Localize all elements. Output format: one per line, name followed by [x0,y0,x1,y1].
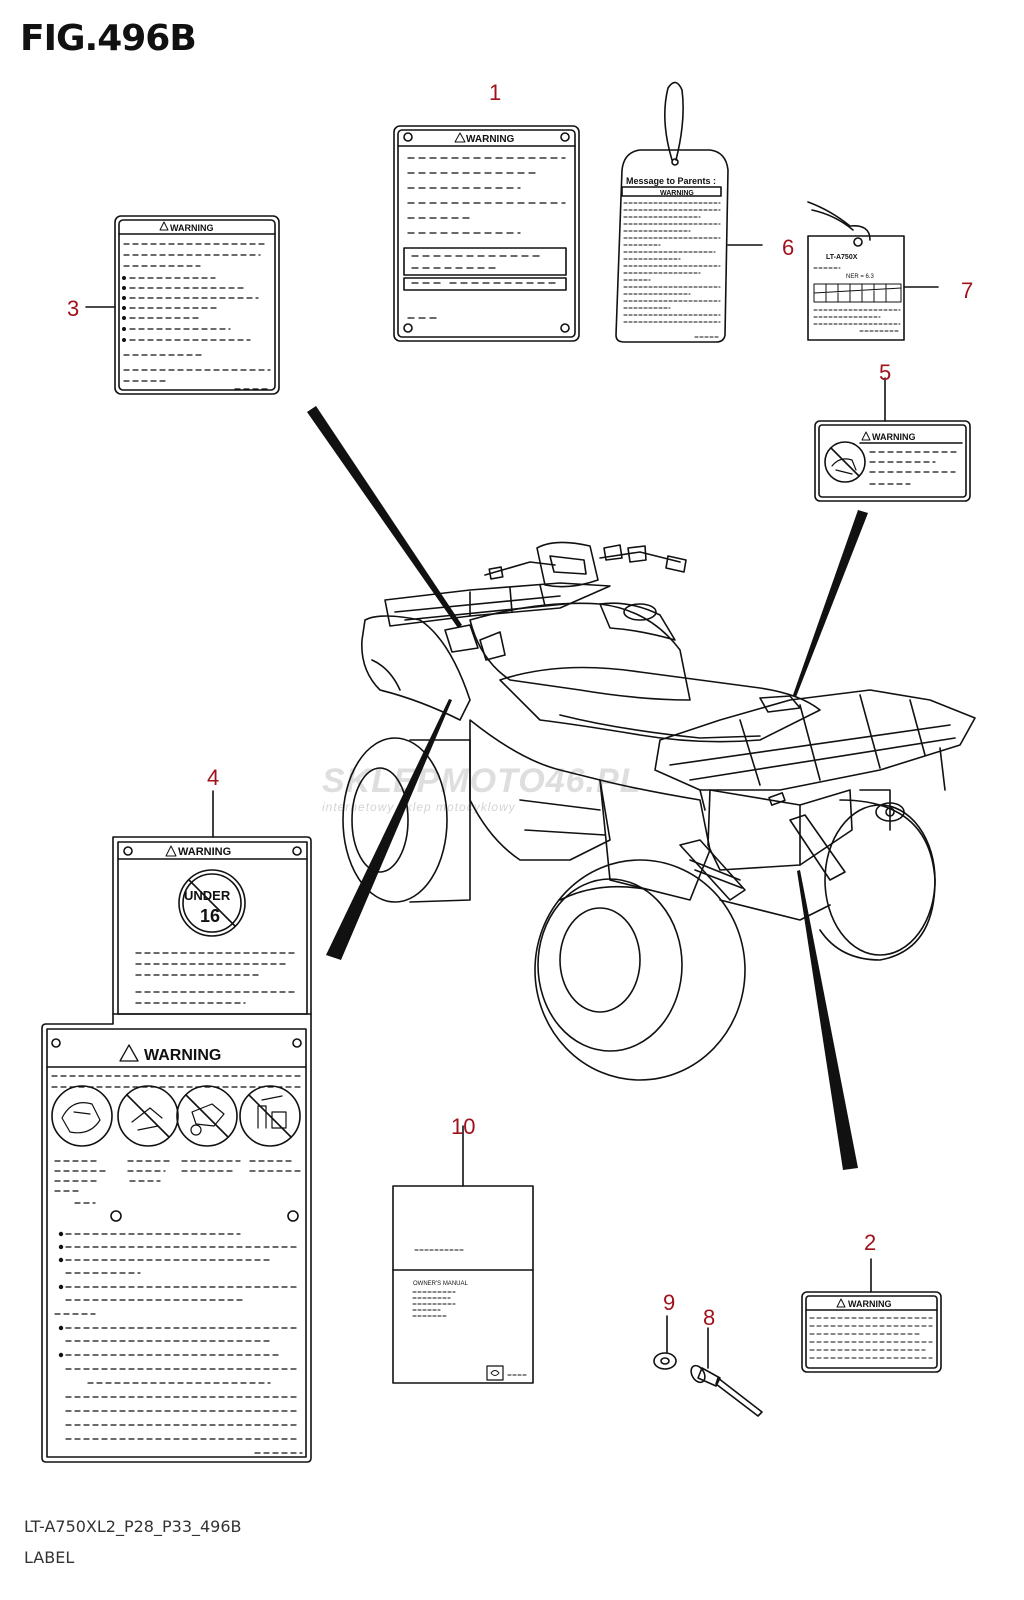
item-10-manual-title: OWNER'S MANUAL [413,1281,468,1287]
label-2-warning-text: WARNING [848,1299,892,1309]
item-10-owners-manual: OWNER'S MANUAL [392,1125,534,1384]
callout-5: 5 [879,360,892,385]
item-8-rivet [690,1327,763,1417]
callout-4: 4 [207,765,220,790]
label-4-warning-decal: WARNING UNDER 16 WARNING [41,790,312,1463]
footer-model-code: LT-A750XL2_P28_P33_496B [24,1517,242,1536]
label-4-under-text: UNDER [184,888,231,903]
item-9-washer [653,1315,677,1370]
label-4b-warning-text: WARNING [144,1047,221,1064]
footer-caption: LABEL [24,1548,75,1567]
label-location-pointers [307,406,868,1170]
label-5-warning-decal: WARNING [814,377,971,502]
callout-6: 6 [782,235,795,260]
label-1-warning-text: WARNING [466,134,515,145]
label-7-model: LT-A750X [826,254,858,261]
callout-2: 2 [864,1230,877,1255]
atv-illustration [342,541,976,1081]
callout-1: 1 [489,80,502,105]
label-5-warning-text: WARNING [872,432,916,442]
label-6-message-to-parents-tag: Message to Parents : WARNING [615,81,763,343]
label-3-warning-decal: WARNING [85,215,280,395]
callout-3: 3 [67,296,80,321]
callout-10: 10 [451,1114,476,1139]
label-3-warning-text: WARNING [170,223,214,233]
figure-title: FIG.496B [20,18,197,59]
label-4-warning-text: WARNING [178,846,231,858]
label-7-ner: NER = 6.3 [846,274,875,280]
label-4-age-text: 16 [200,906,220,926]
callout-8: 8 [703,1305,716,1330]
callout-9: 9 [663,1290,676,1315]
label-1-warning-decal: WARNING [393,125,580,342]
callout-7: 7 [961,278,974,303]
label-2-warning-decal: WARNING [801,1258,942,1373]
label-6-warning-text: WARNING [660,190,694,197]
watermark-subtext: internetowy sklep motocyklowy [322,800,516,814]
label-7-model-tag: LT-A750X NER = 6.3 [807,201,939,341]
label-6-heading: Message to Parents : [626,176,716,186]
